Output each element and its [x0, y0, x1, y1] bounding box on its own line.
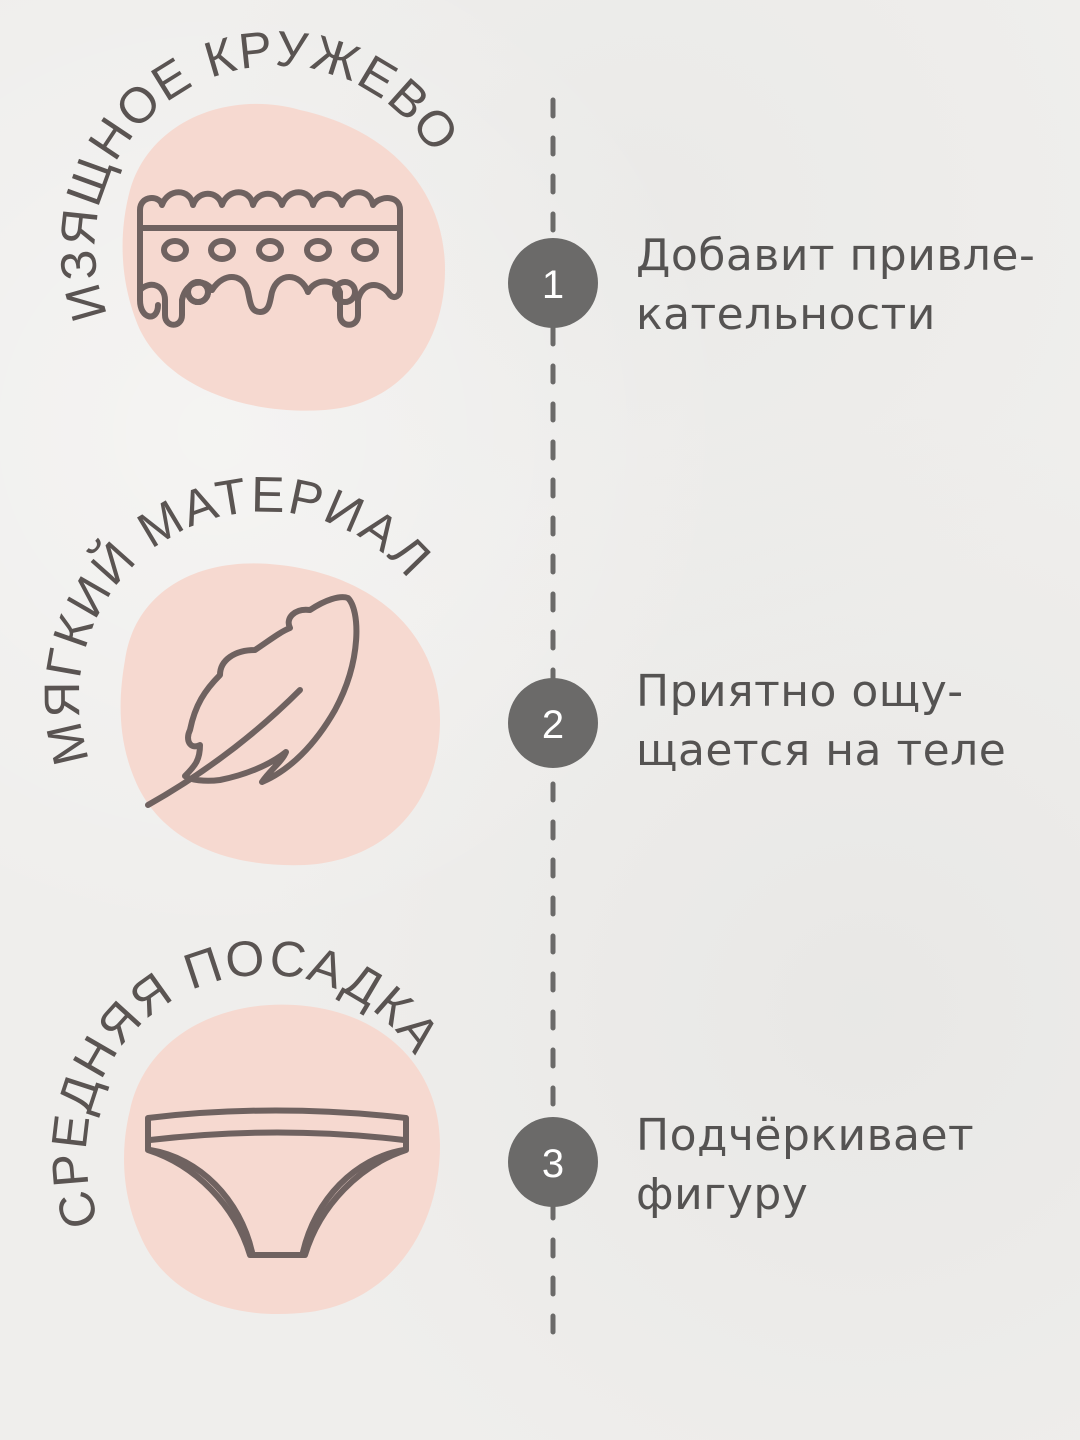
caption-1-line-2: кательности	[636, 289, 936, 340]
caption-1: Добавит привле- кательности	[636, 226, 1056, 344]
blob-3	[124, 1004, 440, 1315]
lace-icon	[137, 189, 403, 328]
feature-lace: ИЗЯЩНОЕ КРУЖЕВО	[49, 20, 469, 411]
caption-1-line-1: Добавит привле-	[636, 230, 1036, 281]
step-number-3: 3	[542, 1142, 564, 1186]
caption-3-line-1: Подчёркивает	[636, 1110, 975, 1161]
step-badge-3: 3	[508, 1117, 598, 1207]
caption-3: Подчёркивает фигуру	[636, 1106, 1056, 1224]
caption-2-line-2: щается на теле	[636, 725, 1007, 776]
feature-mid-rise: СРЕДНЯЯ ПОСАДКА	[41, 929, 450, 1315]
caption-2-line-1: Приятно ощу-	[636, 666, 964, 717]
caption-2: Приятно ощу- щается на теле	[636, 662, 1056, 780]
blob-2	[120, 563, 441, 866]
caption-3-line-2: фигуру	[636, 1169, 809, 1220]
step-badge-2: 2	[508, 678, 598, 768]
blob-1	[122, 103, 445, 411]
feature-soft-material: МЯГКИЙ МАТЕРИАЛ	[34, 466, 441, 866]
step-number-2: 2	[542, 703, 564, 747]
step-badge-1: 1	[508, 238, 598, 328]
briefs-icon	[145, 1107, 409, 1258]
step-number-1: 1	[542, 263, 564, 307]
feather-icon	[145, 594, 360, 808]
